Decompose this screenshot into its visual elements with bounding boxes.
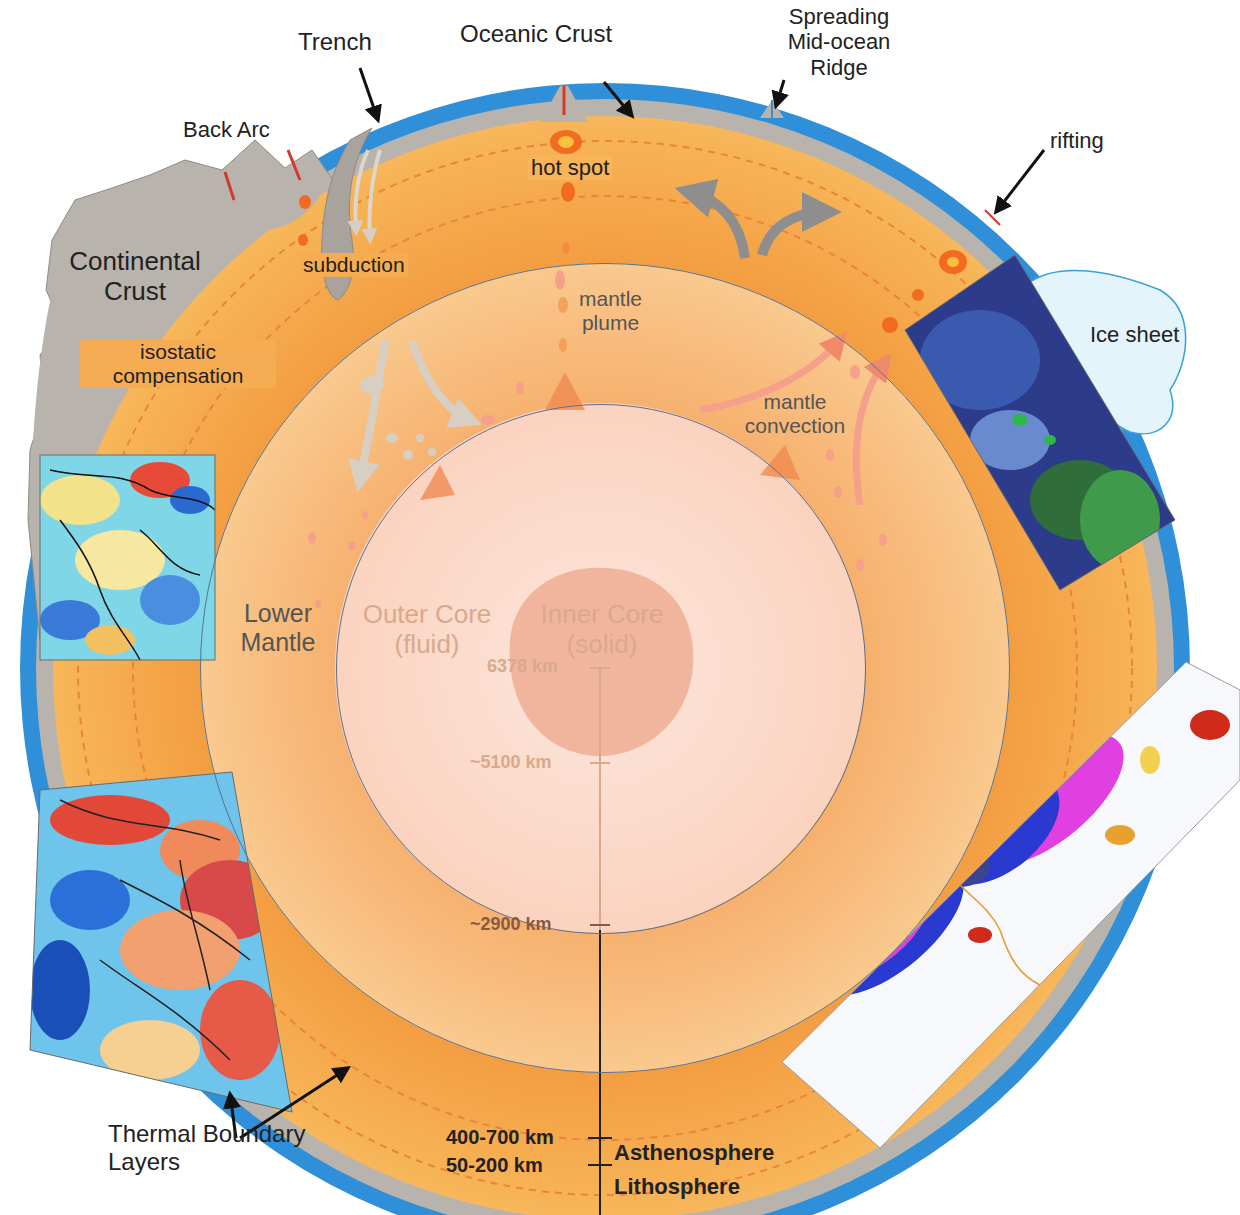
layer-name: Lower Mantle xyxy=(223,599,333,657)
callout-label: rifting xyxy=(1050,128,1104,153)
feature-label: Back Arc xyxy=(183,117,270,142)
feature-label: mantle convection xyxy=(720,390,870,438)
feature-label: mantle plume xyxy=(553,287,668,335)
feature-label: subduction xyxy=(300,253,408,277)
depth-value: 6378 km xyxy=(487,656,558,677)
callout-label: Oceanic Crust xyxy=(460,20,612,48)
lower-mantle-circle: Lower MantleOuter Core (fluid)Inner Core… xyxy=(200,263,1010,1073)
feature-label: isostatic compensation xyxy=(80,340,276,388)
callout-label: Thermal Boundary Layers xyxy=(108,1120,313,1175)
depth-value: ~5100 km xyxy=(470,752,552,773)
layer-name: Inner Core (solid) xyxy=(522,600,682,660)
crust-label: Continental Crust xyxy=(45,247,225,307)
layer-name: Asthenosphere xyxy=(614,1140,774,1165)
feature-label: Ice sheet xyxy=(1090,322,1179,347)
layer-name: Lithosphere xyxy=(614,1174,740,1199)
outer-core-circle: Outer Core (fluid)Inner Core (solid) xyxy=(336,404,866,934)
depth-value: ~2900 km xyxy=(470,914,552,935)
depth-value: 50-200 km xyxy=(446,1154,543,1177)
callout-label: Spreading Mid-ocean Ridge xyxy=(778,4,900,80)
depth-value: 400-700 km xyxy=(446,1126,554,1149)
feature-label: hot spot xyxy=(528,155,612,180)
layer-name: Outer Core (fluid) xyxy=(347,600,507,660)
callout-label: Trench xyxy=(298,28,372,56)
